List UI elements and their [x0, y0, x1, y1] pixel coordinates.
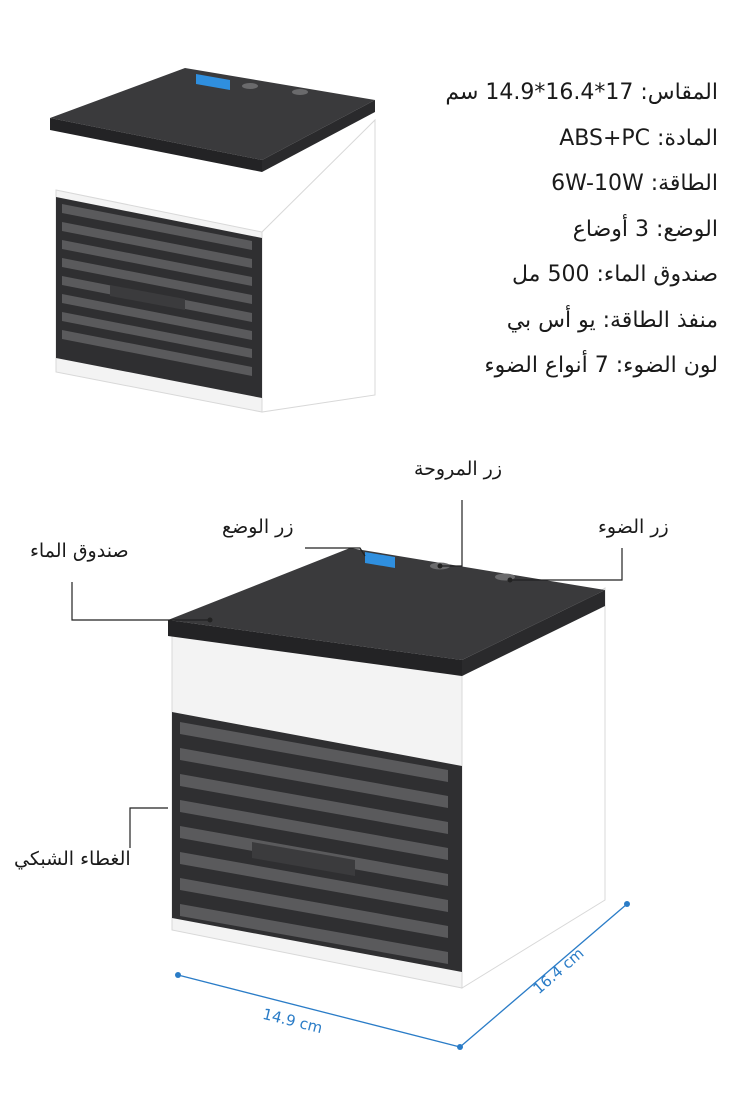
spec-light-color: لون الضوء7 أنواع الضوء	[318, 343, 718, 389]
spec-power: الطاقة6W-10W	[318, 161, 718, 207]
spec-power-port: منفذ الطاقةيو أس بي	[318, 298, 718, 344]
callout-water-tank: صندوق الماء	[30, 540, 129, 562]
grille-bottom	[180, 722, 448, 964]
grille-top	[62, 204, 252, 376]
dimension-lines	[177, 903, 628, 1048]
spec-water-tank: صندوق الماء500 مل	[318, 252, 718, 298]
spec-material: المادةABS+PC	[318, 116, 718, 162]
callout-fan-button: زر المروحة	[414, 458, 503, 480]
device-image-bottom	[168, 548, 606, 989]
callout-light-button: زر الضوء	[598, 516, 669, 538]
callout-grille-cover: الغطاء الشبكي	[14, 848, 131, 870]
device-image-top	[50, 68, 376, 413]
spec-list: المقاس17*16.4*14.9 سم المادةABS+PC الطاق…	[318, 70, 718, 389]
spec-size: المقاس17*16.4*14.9 سم	[318, 70, 718, 116]
callout-lines	[71, 500, 623, 848]
spec-mode: الوضع3 أوضاع	[318, 207, 718, 253]
callout-mode-button: زر الوضع	[222, 516, 294, 538]
